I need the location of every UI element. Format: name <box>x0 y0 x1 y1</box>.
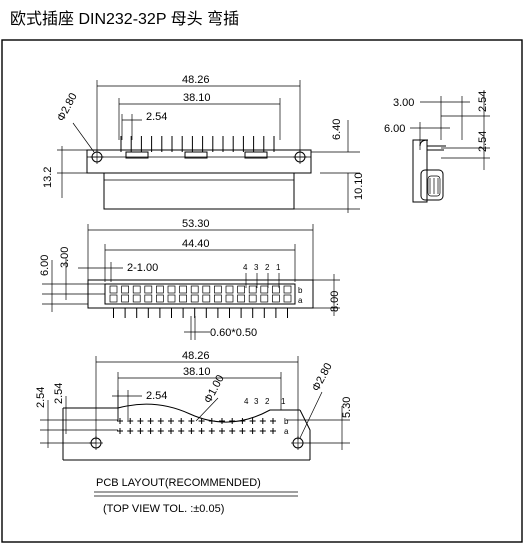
pcb-row-a: a <box>284 427 289 436</box>
top-contact <box>202 285 211 294</box>
top-contact <box>144 285 153 294</box>
front-hole-dia: Φ2.80 <box>55 91 80 123</box>
top-col-1: 1 <box>276 263 281 272</box>
top-contact <box>214 285 222 294</box>
top-view: 53.30 44.40 2-1.00 4 3 2 1 b a 6.00 3.00 <box>39 218 341 340</box>
top-row-b: b <box>298 286 303 295</box>
pcb-holes <box>117 418 276 434</box>
top-contact <box>237 285 245 294</box>
top-contact <box>225 285 234 294</box>
front-overall-width: 48.26 <box>182 74 210 86</box>
top-contact <box>237 294 245 303</box>
top-contact <box>225 294 234 303</box>
pcb-left-outer: 2.54 <box>35 387 47 408</box>
top-contact <box>190 294 199 303</box>
top-contact <box>132 285 141 294</box>
caption-line2: (TOP VIEW TOL. :±0.05) <box>103 503 224 515</box>
top-depth: 8.00 <box>329 291 341 312</box>
top-contact <box>144 294 153 303</box>
side-dim-b: 2.54 <box>477 91 489 112</box>
pcb-col-3: 3 <box>254 397 259 406</box>
top-contact <box>179 294 187 303</box>
drawing-title: 欧式插座 DIN232-32P 母头 弯插 <box>10 10 239 28</box>
pcb-pitch: 2.54 <box>146 390 167 402</box>
top-contact <box>179 285 187 294</box>
top-contact <box>272 294 280 303</box>
side-view: 3.00 6.00 2.54 2.54 <box>384 90 490 203</box>
top-contact <box>156 294 164 303</box>
drawing-border <box>1 39 523 543</box>
pcb-view: 48.26 38.10 2.54 4 3 2 1 b a Φ1.00 Φ2.80 <box>35 350 353 461</box>
top-contact <box>156 285 164 294</box>
top-left-inner: 3.00 <box>59 247 71 268</box>
top-contact <box>121 285 129 294</box>
top-contact <box>260 285 269 294</box>
front-pin-height: 6.40 <box>331 119 343 140</box>
front-body-height: 10.10 <box>353 172 365 200</box>
side-dim-d: 2.54 <box>477 131 489 152</box>
front-view: 48.26 38.10 2.54 Φ2.80 13.2 <box>42 74 365 213</box>
top-contact <box>283 294 292 303</box>
top-contact <box>167 285 176 294</box>
top-overall-width: 53.30 <box>182 218 210 230</box>
pcb-left-inner: 2.54 <box>53 383 65 404</box>
top-contact <box>109 285 118 294</box>
side-dim-c: 6.00 <box>384 123 405 135</box>
side-dim-a: 3.00 <box>393 97 414 109</box>
front-side-height: 13.2 <box>42 167 54 188</box>
pcb-right-dim: 5.30 <box>341 397 353 418</box>
front-mount-width: 38.10 <box>183 92 211 104</box>
pcb-col-2: 2 <box>265 397 270 406</box>
top-contact <box>214 294 222 303</box>
top-inner-width: 44.40 <box>182 238 210 250</box>
caption-line1: PCB LAYOUT(RECOMMENDED) <box>96 477 261 489</box>
top-pins <box>113 308 288 318</box>
pcb-row-b: b <box>284 417 289 426</box>
pcb-hole-large: Φ2.80 <box>310 361 335 393</box>
top-col-2: 2 <box>265 263 270 272</box>
top-pin-grid <box>109 285 292 303</box>
pcb-mount-width: 38.10 <box>183 366 211 378</box>
top-contact <box>109 294 118 303</box>
top-contact <box>248 285 257 294</box>
front-pins <box>120 136 275 152</box>
top-offset: 2-1.00 <box>127 262 158 274</box>
top-col-3: 3 <box>254 263 259 272</box>
top-contact <box>260 294 269 303</box>
front-pitch: 2.54 <box>146 111 167 123</box>
pcb-col-4: 4 <box>244 397 249 406</box>
top-contact <box>190 285 199 294</box>
top-row-a: a <box>298 296 303 305</box>
top-contact <box>283 285 292 294</box>
top-left-outer: 6.00 <box>39 255 51 276</box>
top-pin-size: 0.60*0.50 <box>210 327 257 339</box>
top-contact <box>202 294 211 303</box>
top-contact <box>272 285 280 294</box>
pcb-overall-width: 48.26 <box>182 350 210 362</box>
top-contact <box>132 294 141 303</box>
top-contact <box>167 294 176 303</box>
top-contact <box>121 294 129 303</box>
pcb-col-1: 1 <box>281 397 286 406</box>
top-col-4: 4 <box>243 263 248 272</box>
top-contact <box>248 294 257 303</box>
